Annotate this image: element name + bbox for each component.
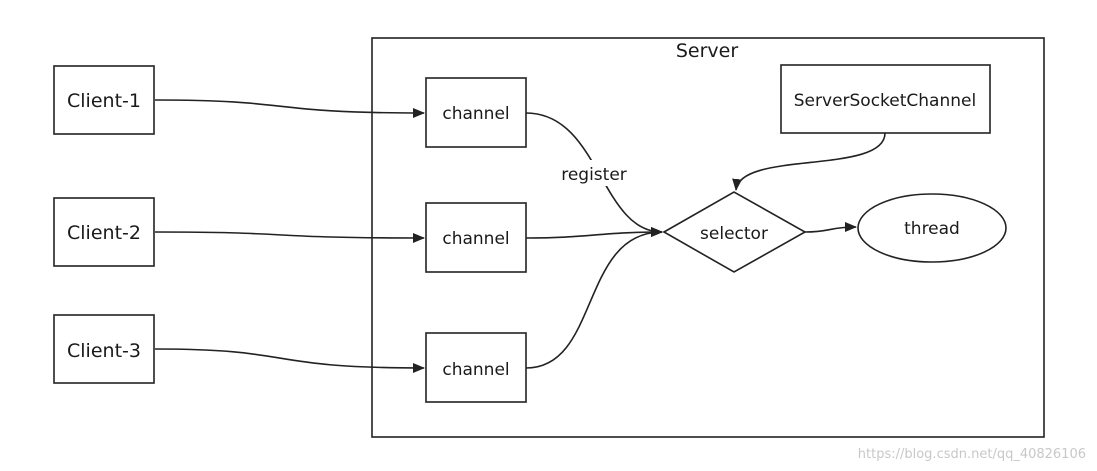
edge-client1-to-channel1	[154, 99, 425, 118]
register-label-group: register	[554, 160, 634, 186]
edge-client3-to-channel3	[154, 348, 425, 373]
edge-client2-to-channel2	[154, 231, 425, 243]
channel-label: channel	[442, 229, 509, 249]
client-label: Client-1	[67, 90, 141, 112]
channel-node-1: channel	[425, 77, 527, 148]
watermark-text: https://blog.csdn.net/qq_40826106	[858, 447, 1086, 462]
edge-serversocket-to-selector	[732, 132, 886, 191]
selector-label: selector	[700, 224, 768, 244]
thread-label: thread	[904, 219, 960, 239]
selector-node: selector	[662, 191, 807, 273]
edge-channel3-to-selector	[525, 227, 663, 369]
channel-label: channel	[442, 104, 509, 124]
server-label: Server	[676, 40, 738, 62]
channel-label: channel	[442, 360, 509, 380]
register-label: register	[561, 165, 627, 185]
client-label: Client-3	[67, 340, 141, 362]
thread-node: thread	[857, 193, 1007, 263]
client-node-1: Client-1	[53, 65, 155, 135]
server-socket-channel-node: ServerSocketChannel	[780, 64, 991, 134]
edge-selector-to-thread	[804, 222, 857, 233]
channel-node-2: channel	[425, 202, 527, 273]
client-node-3: Client-3	[53, 314, 155, 384]
client-label: Client-2	[67, 222, 141, 244]
edge-channel2-to-selector	[525, 227, 663, 239]
channel-node-3: channel	[425, 332, 527, 403]
server-socket-channel-label: ServerSocketChannel	[794, 91, 976, 111]
client-node-2: Client-2	[53, 197, 155, 267]
